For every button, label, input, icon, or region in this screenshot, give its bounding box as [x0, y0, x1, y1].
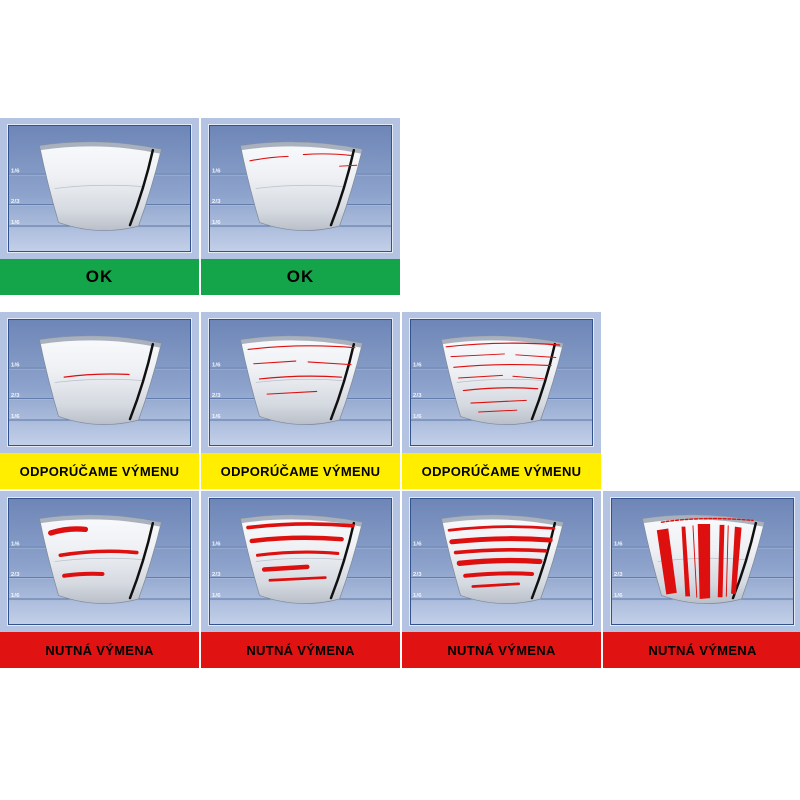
status-label-ok: OK — [201, 259, 400, 295]
row-replacement-required: NUTNÁ VÝMENA NU — [0, 491, 800, 668]
image-frame — [410, 319, 593, 446]
cell-danger-3: NUTNÁ VÝMENA — [402, 491, 601, 668]
image-frame — [410, 498, 593, 625]
image-frame — [209, 498, 392, 625]
wipe-image-several-streaks — [201, 312, 400, 453]
wipe-image-clean — [0, 118, 199, 259]
cell-warn-3: ODPORÚČAME VÝMENU — [402, 312, 601, 489]
cell-danger-2: NUTNÁ VÝMENA — [201, 491, 400, 668]
wear-streaks-many — [445, 342, 561, 413]
status-label-recommend: ODPORÚČAME VÝMENU — [0, 453, 199, 489]
status-label-required: NUTNÁ VÝMENA — [0, 632, 199, 668]
wear-smears-many — [246, 522, 355, 582]
status-label-recommend: ODPORÚČAME VÝMENU — [402, 453, 601, 489]
cell-danger-1: NUTNÁ VÝMENA — [0, 491, 199, 668]
row-ok: OK OK — [0, 118, 400, 295]
wipe-image-many-streaks — [402, 312, 601, 453]
wipe-image-heavy-smears — [201, 491, 400, 632]
wear-streaks-several — [247, 345, 356, 395]
image-frame — [209, 319, 392, 446]
image-frame — [8, 319, 191, 446]
wear-smears-vertical — [656, 517, 754, 599]
row-recommend-replacement: ODPORÚČAME VÝMENU — [0, 312, 601, 489]
image-frame — [8, 125, 191, 252]
cell-ok-1: OK — [0, 118, 199, 295]
status-label-required: NUTNÁ VÝMENA — [201, 632, 400, 668]
wipe-image-faint-streaks — [201, 118, 400, 259]
cell-danger-4: NUTNÁ VÝMENA — [603, 491, 800, 668]
wipe-image-single-streak — [0, 312, 199, 453]
status-label-required: NUTNÁ VÝMENA — [402, 632, 601, 668]
image-frame — [611, 498, 794, 625]
wipe-image-dense-smears — [402, 491, 601, 632]
wipe-image-vertical-smears — [603, 491, 800, 632]
status-label-ok: OK — [0, 259, 199, 295]
status-label-required: NUTNÁ VÝMENA — [603, 632, 800, 668]
cell-warn-2: ODPORÚČAME VÝMENU — [201, 312, 400, 489]
image-frame — [8, 498, 191, 625]
cell-ok-2: OK — [201, 118, 400, 295]
cell-warn-1: ODPORÚČAME VÝMENU — [0, 312, 199, 489]
wipe-image-thick-smears — [0, 491, 199, 632]
status-label-recommend: ODPORÚČAME VÝMENU — [201, 453, 400, 489]
wear-streaks-faint — [249, 153, 358, 167]
fine-print-red — [660, 517, 754, 523]
image-frame — [209, 125, 392, 252]
wear-smears-dense — [447, 525, 556, 588]
wear-streaks-single — [63, 373, 130, 378]
wear-smears-sparse — [48, 526, 139, 578]
